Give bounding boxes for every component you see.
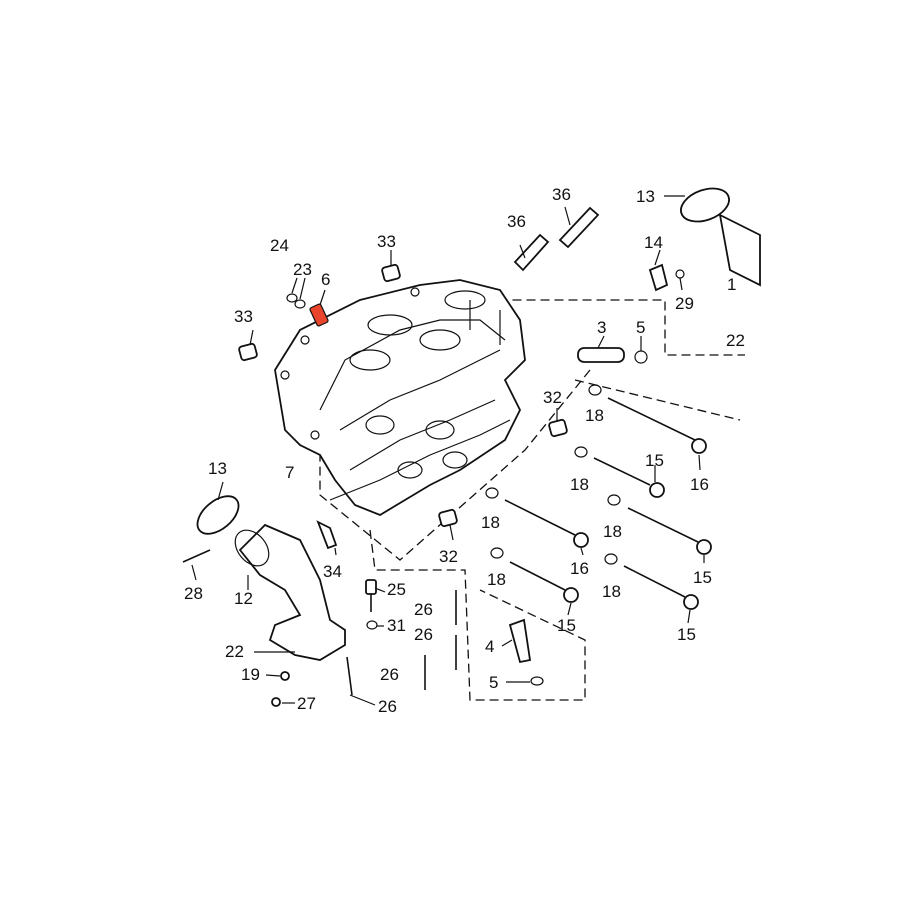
spark-plugs [513, 206, 600, 272]
label-34: 34 [323, 562, 342, 581]
label-28: 28 [184, 584, 203, 603]
valve-guide [577, 347, 648, 364]
label-33: 33 [234, 307, 253, 326]
label-22: 22 [225, 642, 244, 661]
label-29: 29 [675, 294, 694, 313]
label-18: 18 [603, 522, 622, 541]
intake-manifold [182, 495, 346, 661]
label-33: 33 [377, 232, 396, 251]
label-18: 18 [585, 406, 604, 425]
label-18: 18 [602, 582, 621, 601]
label-15: 15 [677, 625, 696, 644]
label-3: 3 [597, 318, 606, 337]
label-19: 19 [241, 665, 260, 684]
head-bolts [485, 384, 712, 610]
label-36: 36 [552, 185, 571, 204]
label-26: 26 [414, 625, 433, 644]
orings-and-jet [286, 277, 329, 327]
label-16: 16 [690, 475, 709, 494]
label-14: 14 [644, 233, 663, 252]
label-26: 26 [380, 665, 399, 684]
label-18: 18 [570, 475, 589, 494]
dowel-pins [238, 263, 568, 528]
label-22: 22 [726, 331, 745, 350]
label-1: 1 [727, 275, 736, 294]
label-5: 5 [489, 673, 498, 692]
label-24: 24 [270, 236, 289, 255]
label-15: 15 [557, 616, 576, 635]
label-15: 15 [645, 451, 664, 470]
label-25: 25 [387, 580, 406, 599]
leader-lines [191, 195, 705, 706]
cylinder-head [274, 279, 526, 517]
label-4: 4 [485, 637, 494, 656]
highlighted-part-6 [309, 303, 329, 327]
label-15: 15 [693, 568, 712, 587]
label-23: 23 [293, 260, 312, 279]
label-7: 7 [285, 463, 294, 482]
label-18: 18 [481, 513, 500, 532]
label-31: 31 [387, 616, 406, 635]
label-26: 26 [378, 697, 397, 716]
label-13: 13 [636, 187, 655, 206]
label-12: 12 [234, 589, 253, 608]
label-32: 32 [439, 547, 458, 566]
label-18: 18 [487, 570, 506, 589]
label-26: 26 [414, 600, 433, 619]
top-right-clamp [648, 187, 761, 292]
label-32: 32 [543, 388, 562, 407]
label-5: 5 [636, 318, 645, 337]
label-6: 6 [321, 270, 330, 289]
studs-and-bolts [271, 579, 544, 707]
part-labels: 24 23 6 33 33 36 36 13 1 14 29 22 3 5 32… [184, 185, 745, 716]
label-16: 16 [570, 559, 589, 578]
label-36: 36 [507, 212, 526, 231]
label-13: 13 [208, 459, 227, 478]
label-27: 27 [297, 694, 316, 713]
